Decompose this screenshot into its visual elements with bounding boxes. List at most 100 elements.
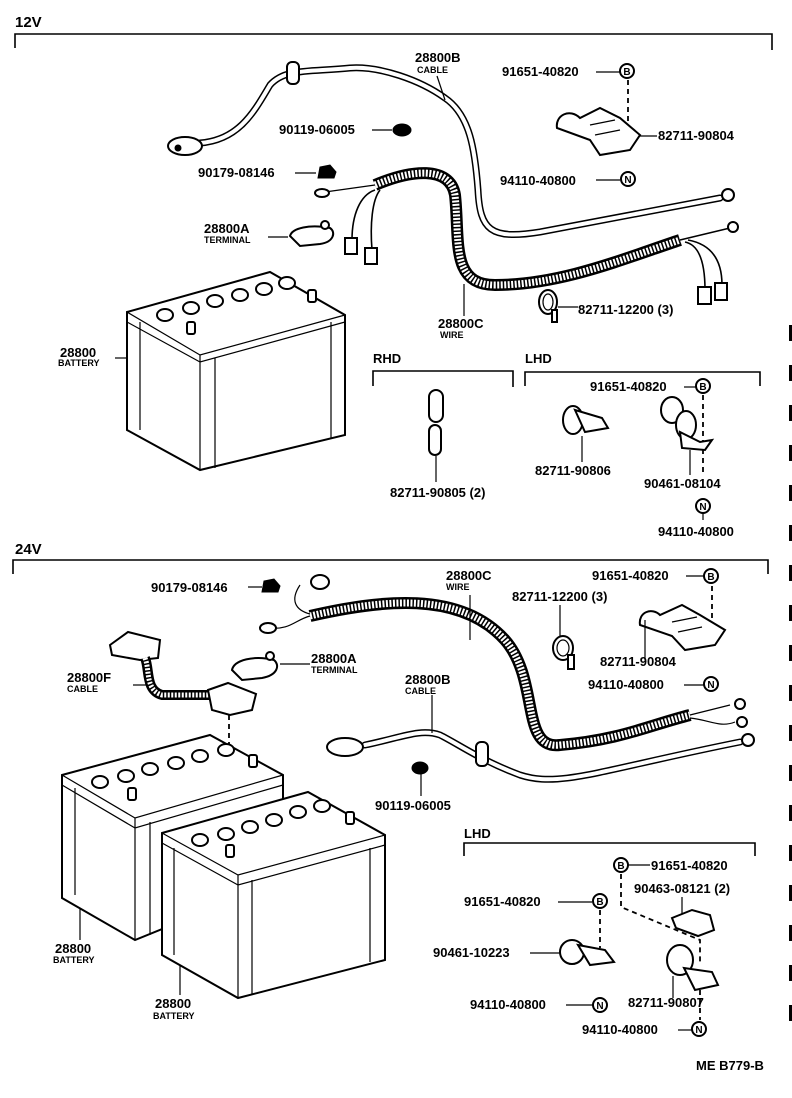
bolt-symbol-text-24v: B: [707, 572, 714, 583]
clamp-82711-90804-12v[interactable]: [555, 106, 642, 157]
label-91651-40820-right: 91651-40820: [651, 858, 728, 873]
label-82711-12200-12v: 82711-12200 (3): [578, 302, 673, 317]
nut-symbol-text: N: [624, 175, 631, 186]
clamp-82711-90804-24v[interactable]: [638, 603, 727, 652]
label-terminal-12v: TERMINAL: [204, 235, 251, 245]
nut-symbol-n-12v: [620, 171, 636, 187]
label-94110-40800-lhd: 94110-40800: [658, 524, 734, 539]
nut-symbol-n-right: [691, 1021, 707, 1037]
label-battery-24v-2: BATTERY: [153, 1011, 195, 1021]
label-90179-08146-12v: 90179-08146: [198, 165, 275, 180]
label-91651-40820-lhd: 91651-40820: [590, 379, 667, 394]
section-bracket-12v: [14, 33, 773, 50]
terminal-28800a-24v[interactable]: [230, 651, 279, 682]
bolt-symbol-text-left: B: [596, 897, 603, 908]
label-94110-40800-left: 94110-40800: [470, 997, 546, 1012]
nut-cap-90179-08146-24v[interactable]: [261, 578, 281, 593]
clamp-82711-90807[interactable]: [666, 944, 720, 992]
label-82711-90804-12v: 82711-90804: [658, 128, 735, 143]
section-title-24v: 24V: [15, 541, 42, 558]
section-12v: 12V 28800B CABLE 91651-40820 B 82711-908…: [14, 14, 773, 539]
bolt-symbol-text: B: [623, 67, 630, 78]
label-28800a-12v: 28800A: [204, 221, 250, 236]
nut-symbol-n-24v: [703, 676, 719, 692]
nut-symbol-text-right: N: [695, 1025, 702, 1036]
bracket-lhd-24v: [463, 842, 756, 856]
battery-28800-24v-front[interactable]: [161, 790, 386, 1000]
label-cable-f: CABLE: [67, 684, 98, 694]
label-91651-40820-left: 91651-40820: [464, 894, 541, 909]
label-wire-24v: WIRE: [446, 582, 470, 592]
label-91651-40820-12v: 91651-40820: [502, 64, 579, 79]
bracket-rhd: [372, 370, 514, 387]
label-90119-06005-12v: 90119-06005: [279, 122, 355, 137]
group-title-rhd: RHD: [373, 351, 401, 366]
label-28800c-12v: 28800C: [438, 316, 484, 331]
label-battery-24v-1: BATTERY: [53, 955, 95, 965]
clip-90463-08121[interactable]: [670, 908, 716, 938]
clamp-90461-10223[interactable]: [559, 939, 616, 967]
terminal-28800a-12v[interactable]: [288, 220, 335, 248]
nut-symbol-text-lhd: N: [699, 502, 706, 513]
bolt-symbol-b-12v: [619, 63, 635, 79]
figure-code: ME B779-B: [696, 1058, 764, 1073]
label-wire-12v: WIRE: [440, 330, 464, 340]
group-rhd-12v: RHD 82711-90805 (2): [372, 351, 514, 500]
group-title-lhd-24v: LHD: [464, 826, 491, 841]
battery-28800-12v[interactable]: [126, 270, 346, 472]
label-cable-b-24v: CABLE: [405, 686, 436, 696]
cable-28800f[interactable]: [108, 630, 258, 717]
bolt-symbol-text-lhd: B: [699, 382, 706, 393]
screw-90119-06005-12v[interactable]: [392, 123, 412, 137]
label-82711-90805: 82711-90805 (2): [390, 485, 485, 500]
dashed-guide-right: [620, 874, 701, 965]
section-24v: 24V 90179-08146 28800C WIRE 91651-40820 …: [12, 541, 769, 1037]
label-28800c-24v: 28800C: [446, 568, 492, 583]
label-28800a-24v: 28800A: [311, 651, 357, 666]
wire-28800c-12v[interactable]: [314, 167, 739, 305]
label-82711-90806: 82711-90806: [535, 463, 611, 478]
label-90463-08121: 90463-08121 (2): [634, 881, 730, 896]
bolt-symbol-text-right: B: [617, 861, 624, 872]
bracket-lhd-12v: [524, 371, 761, 386]
nut-symbol-n-left: [592, 997, 608, 1013]
label-91651-40820-24v: 91651-40820: [592, 568, 669, 583]
bolt-symbol-b-left: [592, 893, 608, 909]
bolt-symbol-b-lhd: [695, 378, 711, 394]
label-90461-10223: 90461-10223: [433, 945, 510, 960]
cable-28800b-12v[interactable]: [167, 61, 735, 239]
group-lhd-24v: LHD B 91651-40820 90463-08121 (2) 91651-…: [433, 826, 756, 1037]
nut-symbol-text-left: N: [596, 1001, 603, 1012]
label-28800b-12v: 28800B: [415, 50, 461, 65]
label-cable-12v: CABLE: [417, 65, 448, 75]
bolt-symbol-b-24v: [703, 568, 719, 584]
nut-symbol-text-24v: N: [707, 680, 714, 691]
label-terminal-24v: TERMINAL: [311, 665, 358, 675]
cable-28800b-24v[interactable]: [326, 729, 755, 783]
section-title-12v: 12V: [15, 14, 42, 31]
label-battery-12v: BATTERY: [58, 358, 100, 368]
label-94110-40800-right: 94110-40800: [582, 1022, 658, 1037]
label-28800b-24v: 28800B: [405, 672, 451, 687]
leader-cable-b-12v: [436, 75, 446, 101]
label-82711-12200-24v: 82711-12200 (3): [512, 589, 607, 604]
label-90179-08146-24v: 90179-08146: [151, 580, 228, 595]
clamp-82711-90806[interactable]: [562, 405, 610, 435]
clamp-90461-08104[interactable]: [660, 396, 715, 452]
group-title-lhd-12v: LHD: [525, 351, 552, 366]
group-lhd-12v: LHD 91651-40820 B 82711-90806 90461-0810…: [524, 351, 761, 539]
clamp-82711-90805[interactable]: [428, 389, 444, 456]
section-bracket-24v: [12, 559, 769, 574]
label-82711-90807: 82711-90807: [628, 995, 704, 1010]
label-28800-24v-1: 28800: [55, 941, 91, 956]
label-90119-06005-24v: 90119-06005: [375, 798, 451, 813]
label-94110-40800-12v: 94110-40800: [500, 173, 576, 188]
wire-28800c-24v[interactable]: [259, 574, 748, 752]
screw-90119-06005-24v[interactable]: [411, 761, 429, 775]
label-94110-40800-24v: 94110-40800: [588, 677, 664, 692]
label-82711-90804-24v: 82711-90804: [600, 654, 677, 669]
clip-82711-12200-12v[interactable]: [538, 289, 558, 323]
clip-82711-12200-24v[interactable]: [552, 635, 575, 670]
nut-cap-90179-08146-12v[interactable]: [317, 164, 337, 179]
